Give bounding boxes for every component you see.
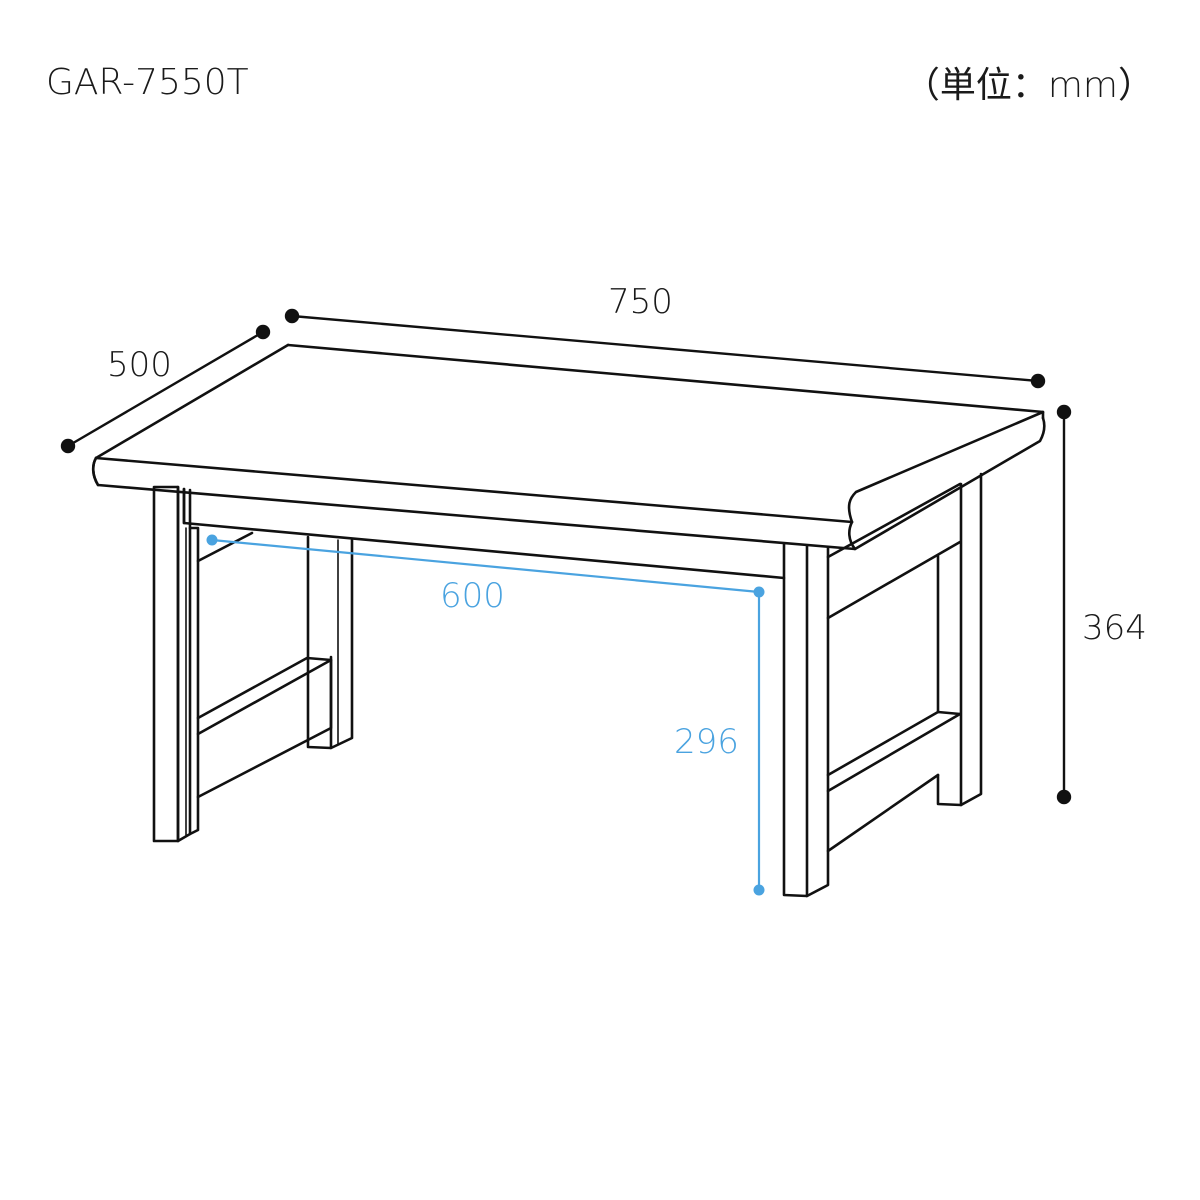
model-number: GAR-7550T bbox=[46, 62, 249, 103]
dimension-inner-width-label: 600 bbox=[440, 576, 505, 616]
dim-endpoint bbox=[753, 586, 765, 598]
dimension-lines-blue bbox=[206, 534, 765, 896]
tabletop bbox=[91, 343, 1046, 551]
left-side-frame bbox=[196, 531, 354, 799]
dim-endpoint bbox=[255, 324, 271, 340]
left-front-leg bbox=[152, 485, 200, 843]
dimension-inner-height-label: 296 bbox=[674, 722, 739, 762]
dim-endpoint bbox=[284, 308, 300, 324]
dimension-height-label: 364 bbox=[1082, 608, 1147, 648]
front-apron bbox=[182, 487, 786, 580]
right-side-frame bbox=[826, 472, 983, 853]
unit-label: （単位：mm） bbox=[903, 65, 1154, 106]
dim-endpoint bbox=[1030, 373, 1046, 389]
dim-endpoint bbox=[753, 884, 765, 896]
right-front-leg bbox=[782, 542, 830, 898]
dim-endpoint bbox=[206, 534, 218, 546]
dimension-depth-label: 500 bbox=[107, 345, 172, 385]
dim-endpoint bbox=[1056, 789, 1072, 805]
dim-endpoint bbox=[60, 438, 76, 454]
dim-endpoint bbox=[1056, 404, 1072, 420]
dimension-lines-black bbox=[60, 308, 1072, 805]
dimension-width-label: 750 bbox=[608, 282, 673, 322]
